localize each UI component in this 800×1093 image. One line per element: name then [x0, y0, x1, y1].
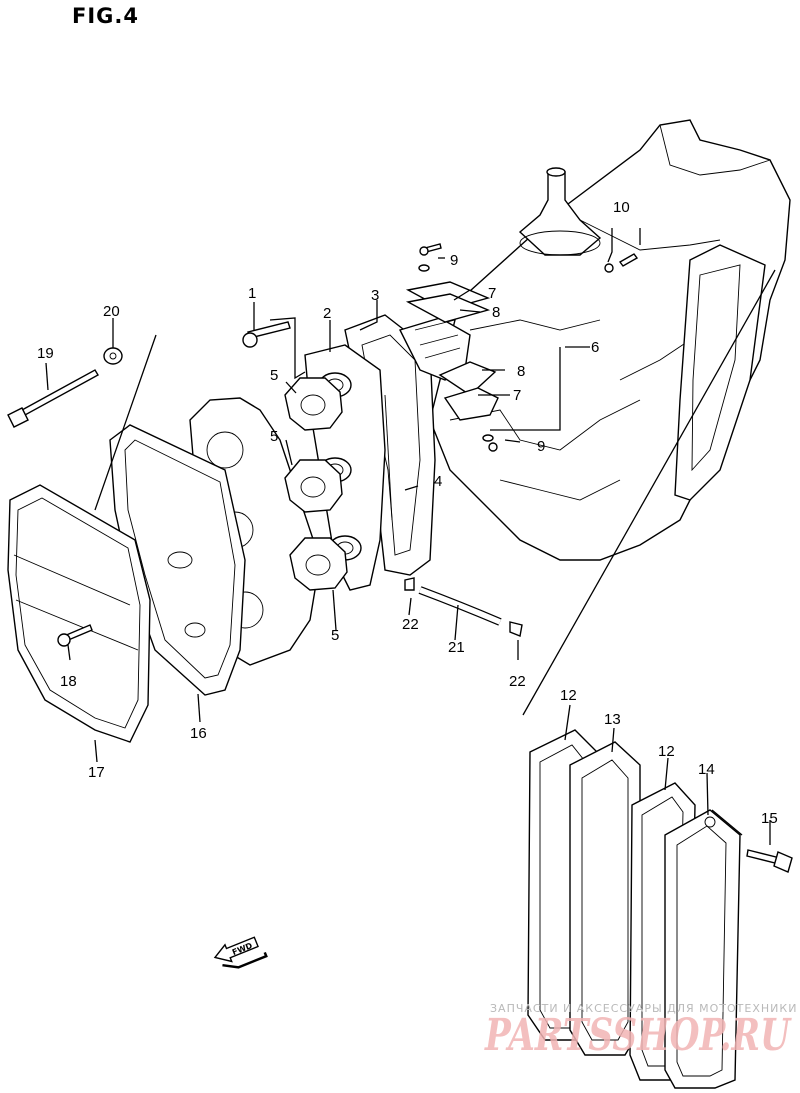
callout-12-left: 12: [560, 687, 577, 704]
callout-21: 21: [448, 639, 465, 656]
fwd-label: FWD: [231, 941, 254, 957]
callout-6: 6: [591, 339, 599, 356]
callout-14: 14: [698, 761, 715, 778]
callout-8-bottom: 8: [517, 363, 525, 380]
callout-9-top: 9: [450, 252, 458, 269]
exhaust-plates-12-13-14: [527, 729, 793, 1089]
callout-3: 3: [371, 287, 379, 304]
exhaust-cover-17: [7, 484, 151, 743]
callout-20: 20: [103, 303, 120, 320]
engine-block: [429, 119, 791, 561]
bolt-19-washer-20: [7, 347, 123, 428]
callout-22-left: 22: [402, 616, 419, 633]
callout-5-middle: 5: [270, 428, 278, 445]
leader-lines: [45, 228, 776, 845]
callout-5-top: 5: [270, 367, 278, 384]
callout-1: 1: [248, 285, 256, 302]
reed-valve-assembly: [399, 281, 499, 421]
intake-gaskets-5: [284, 377, 348, 591]
callout-13: 13: [604, 711, 621, 728]
watermark: ЗАПЧАСТИ И АКСЕССУАРЫ ДЛЯ МОТОТЕХНИКИ PA…: [483, 1002, 797, 1061]
callout-7-top: 7: [488, 285, 496, 302]
callout-2: 2: [323, 305, 331, 322]
callout-7-bottom: 7: [513, 387, 521, 404]
callout-9-bottom: 9: [537, 438, 545, 455]
watermark-logo: PARTSSHOP.RU: [483, 1010, 792, 1061]
callout-10: 10: [613, 199, 630, 216]
callout-4: 4: [434, 473, 442, 490]
callout-8-top: 8: [492, 304, 500, 321]
callout-12-right: 12: [658, 743, 675, 760]
callout-18: 18: [60, 673, 77, 690]
callout-15: 15: [761, 810, 778, 827]
figure-title: FIG.4: [72, 4, 139, 28]
watermark-caption: ЗАПЧАСТИ И АКСЕССУАРЫ ДЛЯ МОТОТЕХНИКИ: [490, 1002, 797, 1015]
small-fasteners: [242, 243, 639, 637]
callout-labels: 1 2 3 4 5 5 5 6 7 7 8 8 9 9 10 12 12 13 …: [37, 199, 778, 827]
callout-19: 19: [37, 345, 54, 362]
fwd-arrow-icon: FWD: [213, 936, 268, 969]
callout-17: 17: [88, 764, 105, 781]
callout-5-bottom: 5: [331, 627, 339, 644]
callout-16: 16: [190, 725, 207, 742]
callout-22-right: 22: [509, 673, 526, 690]
